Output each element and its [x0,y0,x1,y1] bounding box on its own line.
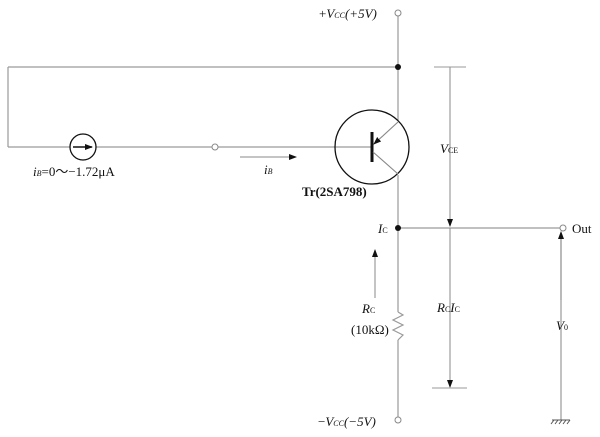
junction-dot [395,64,401,70]
vcc-neg-label: −VCC(−5V) [318,414,376,429]
transistor-label: Tr(2SA798) [302,184,367,199]
wires [7,16,560,417]
v0-label: V0 [556,318,568,333]
vcc-pos-terminal [394,9,402,17]
ib-label: iB [264,162,273,177]
vcc-pos-label: +VCC(+5V) [319,6,377,21]
vcc-neg-terminal [394,416,402,424]
out-terminal [559,224,567,232]
junction-dot [395,225,401,231]
source-label: iB=0〜−1.72μA [33,164,115,179]
current-source-icon [69,133,97,161]
pnp-transistor-icon [334,109,410,185]
rc-label: RC [361,301,375,316]
rc-value: (10kΩ) [351,322,389,337]
rcic-label: RCIC [436,300,460,315]
resistor-icon [391,311,405,341]
vce-label: VCE [440,141,458,156]
ic-label: IC [377,221,388,236]
base-terminal [211,143,219,151]
out-label: Out [572,221,592,236]
